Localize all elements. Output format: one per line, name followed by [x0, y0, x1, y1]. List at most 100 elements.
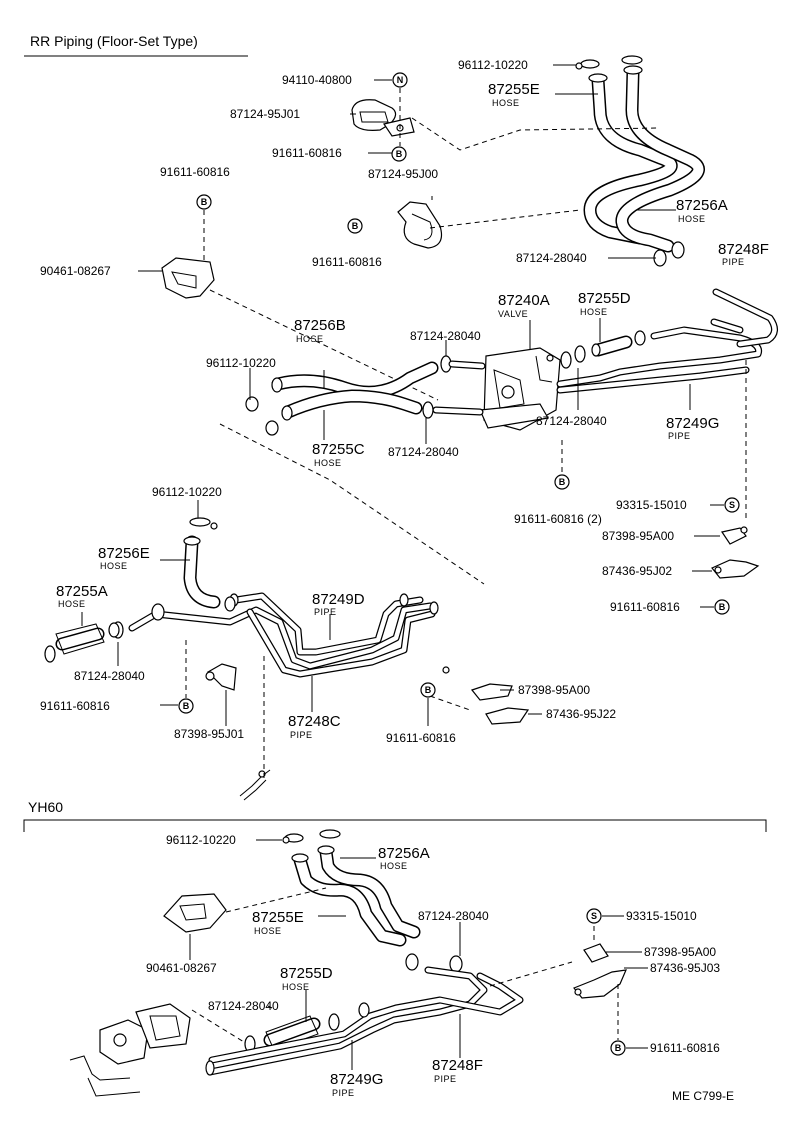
label-87124-95j00: 87124-95J00 [368, 167, 438, 181]
clamps-yh60-mid [405, 953, 463, 973]
bolt-symbol-91611-e: B [178, 698, 194, 714]
label-87255e-hose: HOSE [492, 98, 520, 108]
yh60-dash-1 [225, 887, 327, 913]
bracket-87124-95j00 [397, 201, 443, 249]
label-94110-40800: 94110-40800 [282, 73, 352, 87]
nut-symbol-94110: N [392, 72, 408, 88]
label-90461-08267: 90461-08267 [40, 264, 111, 278]
label-87398-95a00-a: 87398-95A00 [602, 529, 674, 543]
svg-text:N: N [397, 75, 404, 85]
wire-clip-bottom [239, 769, 271, 801]
label-87256a-yh60-hose: HOSE [380, 861, 408, 871]
svg-text:S: S [591, 911, 597, 921]
label-91611-60816-f: 91611-60816 [610, 600, 680, 614]
clip-90461-08267 [161, 257, 215, 299]
clamp-96112-mid [189, 517, 218, 530]
label-87248f-pipe: PIPE [722, 257, 745, 267]
label-93315-15010: 93315-15010 [616, 498, 687, 512]
hose-87255a [44, 621, 124, 663]
section-yh60-label: YH60 [28, 799, 63, 815]
pipe-87249g-87248f-yh60 [205, 966, 524, 1076]
clip-87398-95a00-a [721, 526, 748, 545]
label-87249d-pipe: PIPE [314, 607, 337, 617]
label-96112-10220-d: 96112-10220 [166, 833, 236, 847]
clamps-96112-yh60 [282, 829, 341, 844]
clamp-96112-top [575, 55, 643, 70]
label-87436-95j22: 87436-95J22 [546, 707, 616, 721]
screw-symbol-93315-yh60: S [586, 908, 602, 924]
label-87255a-hose: HOSE [58, 599, 86, 609]
bolt-symbol-91611-a: B [391, 146, 407, 162]
clip-90461-yh60 [163, 893, 227, 933]
label-87248f-yh60-pipe: PIPE [434, 1074, 457, 1084]
valve-87240a [479, 347, 561, 431]
leader-91611-g [429, 695, 471, 711]
label-96112-10220-a: 96112-10220 [458, 58, 528, 72]
label-87255d: 87255D [578, 290, 631, 307]
svg-text:B: B [559, 477, 566, 487]
label-87398-95j01: 87398-95J01 [174, 727, 244, 741]
bracket-87124-95j01 [351, 99, 415, 137]
clamps-near-valve [422, 345, 586, 419]
label-87249g-yh60-pipe: PIPE [332, 1088, 355, 1098]
label-87255e-yh60: 87255E [252, 909, 304, 926]
clamp-96112-mid-left [245, 396, 279, 436]
label-91611-60816-g: 91611-60816 [386, 731, 456, 745]
bolt-symbol-91611-c: B [347, 218, 363, 234]
label-87256e-hose: HOSE [100, 561, 128, 571]
label-96112-10220-b: 96112-10220 [206, 356, 276, 370]
svg-text:B: B [396, 149, 403, 159]
label-87124-95j01: 87124-95J01 [230, 107, 300, 121]
screw-symbol-93315: S [724, 497, 740, 513]
label-87256a: 87256A [676, 197, 728, 214]
label-91611-60816-b: 91611-60816 [160, 165, 230, 179]
label-87436-95j02: 87436-95J02 [602, 564, 672, 578]
label-87248c: 87248C [288, 713, 341, 730]
label-87249g: 87249G [666, 415, 719, 432]
label-96112-10220-c: 96112-10220 [152, 485, 222, 499]
label-91611-60816-c: 91611-60816 [312, 255, 382, 269]
label-87255d-yh60-hose: HOSE [282, 982, 310, 992]
bolt-symbol-91611-b: B [196, 194, 212, 210]
leader-dash-4 [219, 423, 485, 585]
pipe-87249g-87248f-top [556, 288, 778, 394]
label-87256a-yh60: 87256A [378, 845, 430, 862]
pipe-87249d-87248c [128, 592, 439, 678]
label-87255e: 87255E [488, 81, 540, 98]
leader-l87124-g [267, 1005, 273, 1009]
svg-text:B: B [719, 602, 726, 612]
label-87240a: 87240A [498, 292, 550, 309]
label-87255d-yh60: 87255D [280, 965, 333, 982]
label-87398-95a00-b: 87398-95A00 [518, 683, 590, 697]
label-87124-28040-b: 87124-28040 [410, 329, 481, 343]
label-87256b-hose: HOSE [296, 334, 324, 344]
label-87248f: 87248F [718, 241, 769, 258]
clamps-mid-left [108, 596, 236, 638]
label-87255e-yh60-hose: HOSE [254, 926, 282, 936]
label-87124-28040-g: 87124-28040 [208, 999, 279, 1013]
svg-text:B: B [201, 197, 208, 207]
label-87256b: 87256B [294, 317, 346, 334]
label-87124-28040-e: 87124-28040 [74, 669, 145, 683]
svg-text:B: B [615, 1043, 622, 1053]
svg-text:S: S [729, 500, 735, 510]
label-87248c-pipe: PIPE [290, 730, 313, 740]
bolt-symbol-91611-g: B [420, 682, 436, 698]
hose-87255e-87256a-yh60 [291, 845, 421, 947]
hose-87255d-top [591, 330, 646, 357]
svg-text:B: B [183, 701, 190, 711]
clamp-87436-95j02 [711, 559, 760, 579]
label-87249d: 87249D [312, 591, 365, 608]
bolt-symbol-91611-f: B [714, 599, 730, 615]
label-87124-28040-d: 87124-28040 [536, 414, 607, 428]
label-91611-60816-a: 91611-60816 [272, 146, 342, 160]
label-87255a: 87255A [56, 583, 108, 600]
label-87255c: 87255C [312, 441, 365, 458]
valve-assembly-yh60 [69, 1003, 191, 1097]
label-87240a-valve: VALVE [498, 309, 528, 319]
svg-text:B: B [425, 685, 432, 695]
label-87249g-yh60: 87249G [330, 1071, 383, 1088]
label-93315-15010-yh60: 93315-15010 [626, 909, 697, 923]
leader-dash-1 [411, 117, 661, 151]
hose-87255d-yh60 [244, 1013, 340, 1053]
